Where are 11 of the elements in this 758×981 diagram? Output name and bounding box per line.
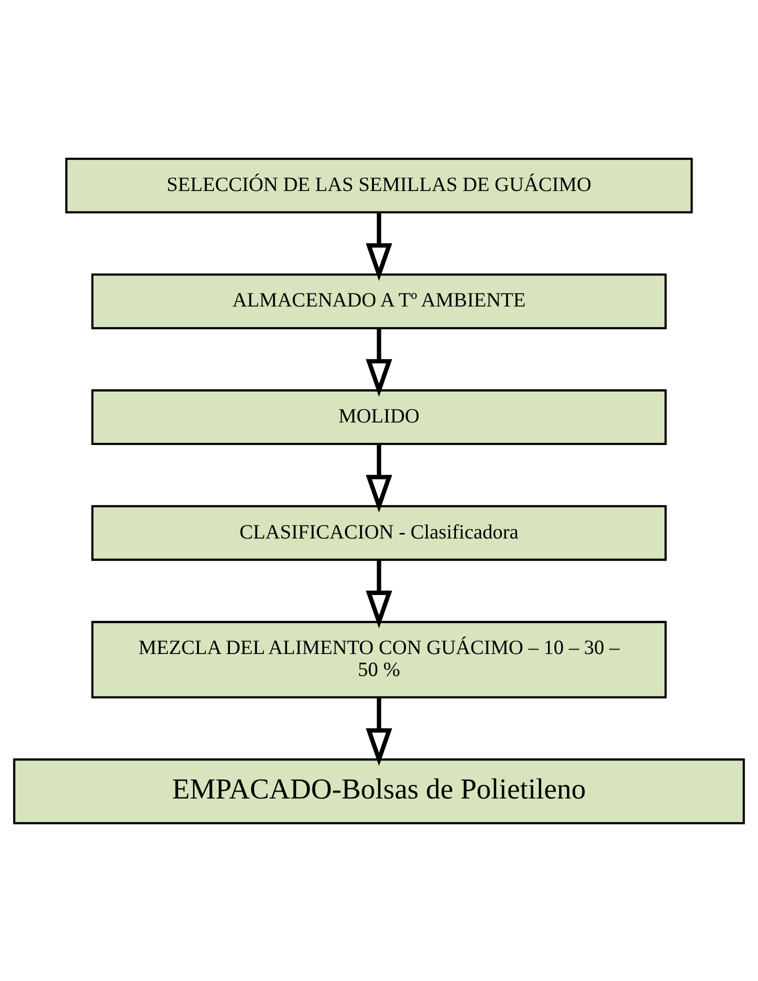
node-box: MOLIDO [91,388,667,445]
node-box: SELECCIÓN DE LAS SEMILLAS DE GUÁCIMO [65,157,693,213]
arrow [366,212,392,280]
arrow [366,697,392,766]
node-box: ALMACENADO A Tº AMBIENTE [91,273,667,329]
arrow [366,444,392,512]
node-box: CLASIFICACION - Clasificadora [91,504,667,560]
arrow [366,560,392,628]
node-box: EMPACADO-Bolsas de Polietileno [13,758,745,824]
node-box: MEZCLA DEL ALIMENTO CON GUÁCIMO – 10 – 30 – 50 % [91,620,667,698]
arrow [366,328,392,396]
